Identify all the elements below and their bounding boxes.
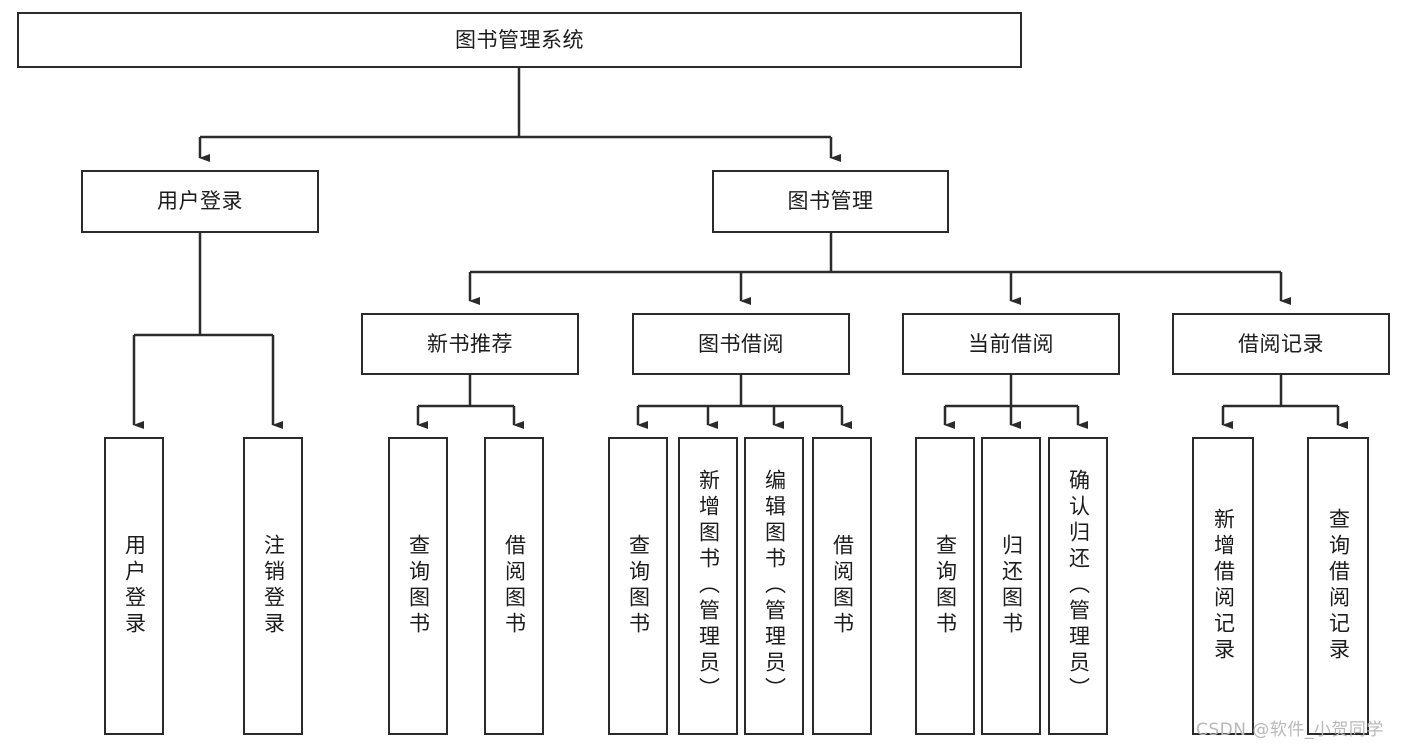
leaf-query-book-borrow[interactable]: 查询图书 [608, 437, 668, 735]
node-new-book-recommend[interactable]: 新书推荐 [361, 313, 579, 375]
node-label: 借阅记录 [1238, 331, 1324, 356]
node-label: 新增借阅记录 [1211, 508, 1236, 664]
leaf-return-book[interactable]: 归还图书 [981, 437, 1041, 735]
node-label: 查询图书 [626, 534, 651, 638]
node-label: 查询借阅记录 [1326, 508, 1351, 664]
node-label: 用户登录 [157, 189, 243, 214]
node-current-borrow[interactable]: 当前借阅 [902, 313, 1120, 375]
leaf-query-book-current[interactable]: 查询图书 [915, 437, 975, 735]
leaf-query-borrow-record[interactable]: 查询借阅记录 [1307, 437, 1369, 735]
leaf-borrow-book[interactable]: 借阅图书 [812, 437, 872, 735]
node-label: 确认归还（管理员） [1066, 469, 1091, 703]
leaf-add-borrow-record[interactable]: 新增借阅记录 [1192, 437, 1254, 735]
leaf-logout-login[interactable]: 注销登录 [243, 437, 303, 735]
node-borrow-record[interactable]: 借阅记录 [1172, 313, 1390, 375]
node-label: 新书推荐 [427, 331, 513, 356]
node-book-management[interactable]: 图书管理 [712, 170, 949, 233]
node-label: 借阅图书 [502, 534, 527, 638]
node-label: 编辑图书（管理员） [762, 469, 787, 703]
leaf-user-login[interactable]: 用户登录 [104, 437, 164, 735]
csdn-watermark: CSDN @软件_小贺同学 [1196, 720, 1384, 740]
node-label: 查询图书 [406, 534, 431, 638]
node-label: 借阅图书 [830, 534, 855, 638]
leaf-add-book-admin[interactable]: 新增图书（管理员） [678, 437, 738, 735]
node-user-login[interactable]: 用户登录 [81, 170, 319, 233]
node-label: 用户登录 [122, 534, 147, 638]
node-label: 注销登录 [261, 534, 286, 638]
leaf-query-book-newrec[interactable]: 查询图书 [388, 437, 448, 735]
node-label: 新增图书（管理员） [696, 469, 721, 703]
node-label: 图书管理 [787, 189, 874, 214]
node-label: 图书管理系统 [455, 27, 584, 52]
leaf-confirm-return-admin[interactable]: 确认归还（管理员） [1048, 437, 1108, 735]
node-label: 查询图书 [933, 534, 958, 638]
node-label: 归还图书 [999, 534, 1024, 638]
leaf-borrow-book-newrec[interactable]: 借阅图书 [484, 437, 544, 735]
node-book-borrow[interactable]: 图书借阅 [632, 313, 850, 375]
node-label: 当前借阅 [968, 331, 1054, 356]
node-label: 图书借阅 [698, 331, 784, 356]
node-root-system[interactable]: 图书管理系统 [17, 12, 1022, 68]
leaf-edit-book-admin[interactable]: 编辑图书（管理员） [744, 437, 804, 735]
